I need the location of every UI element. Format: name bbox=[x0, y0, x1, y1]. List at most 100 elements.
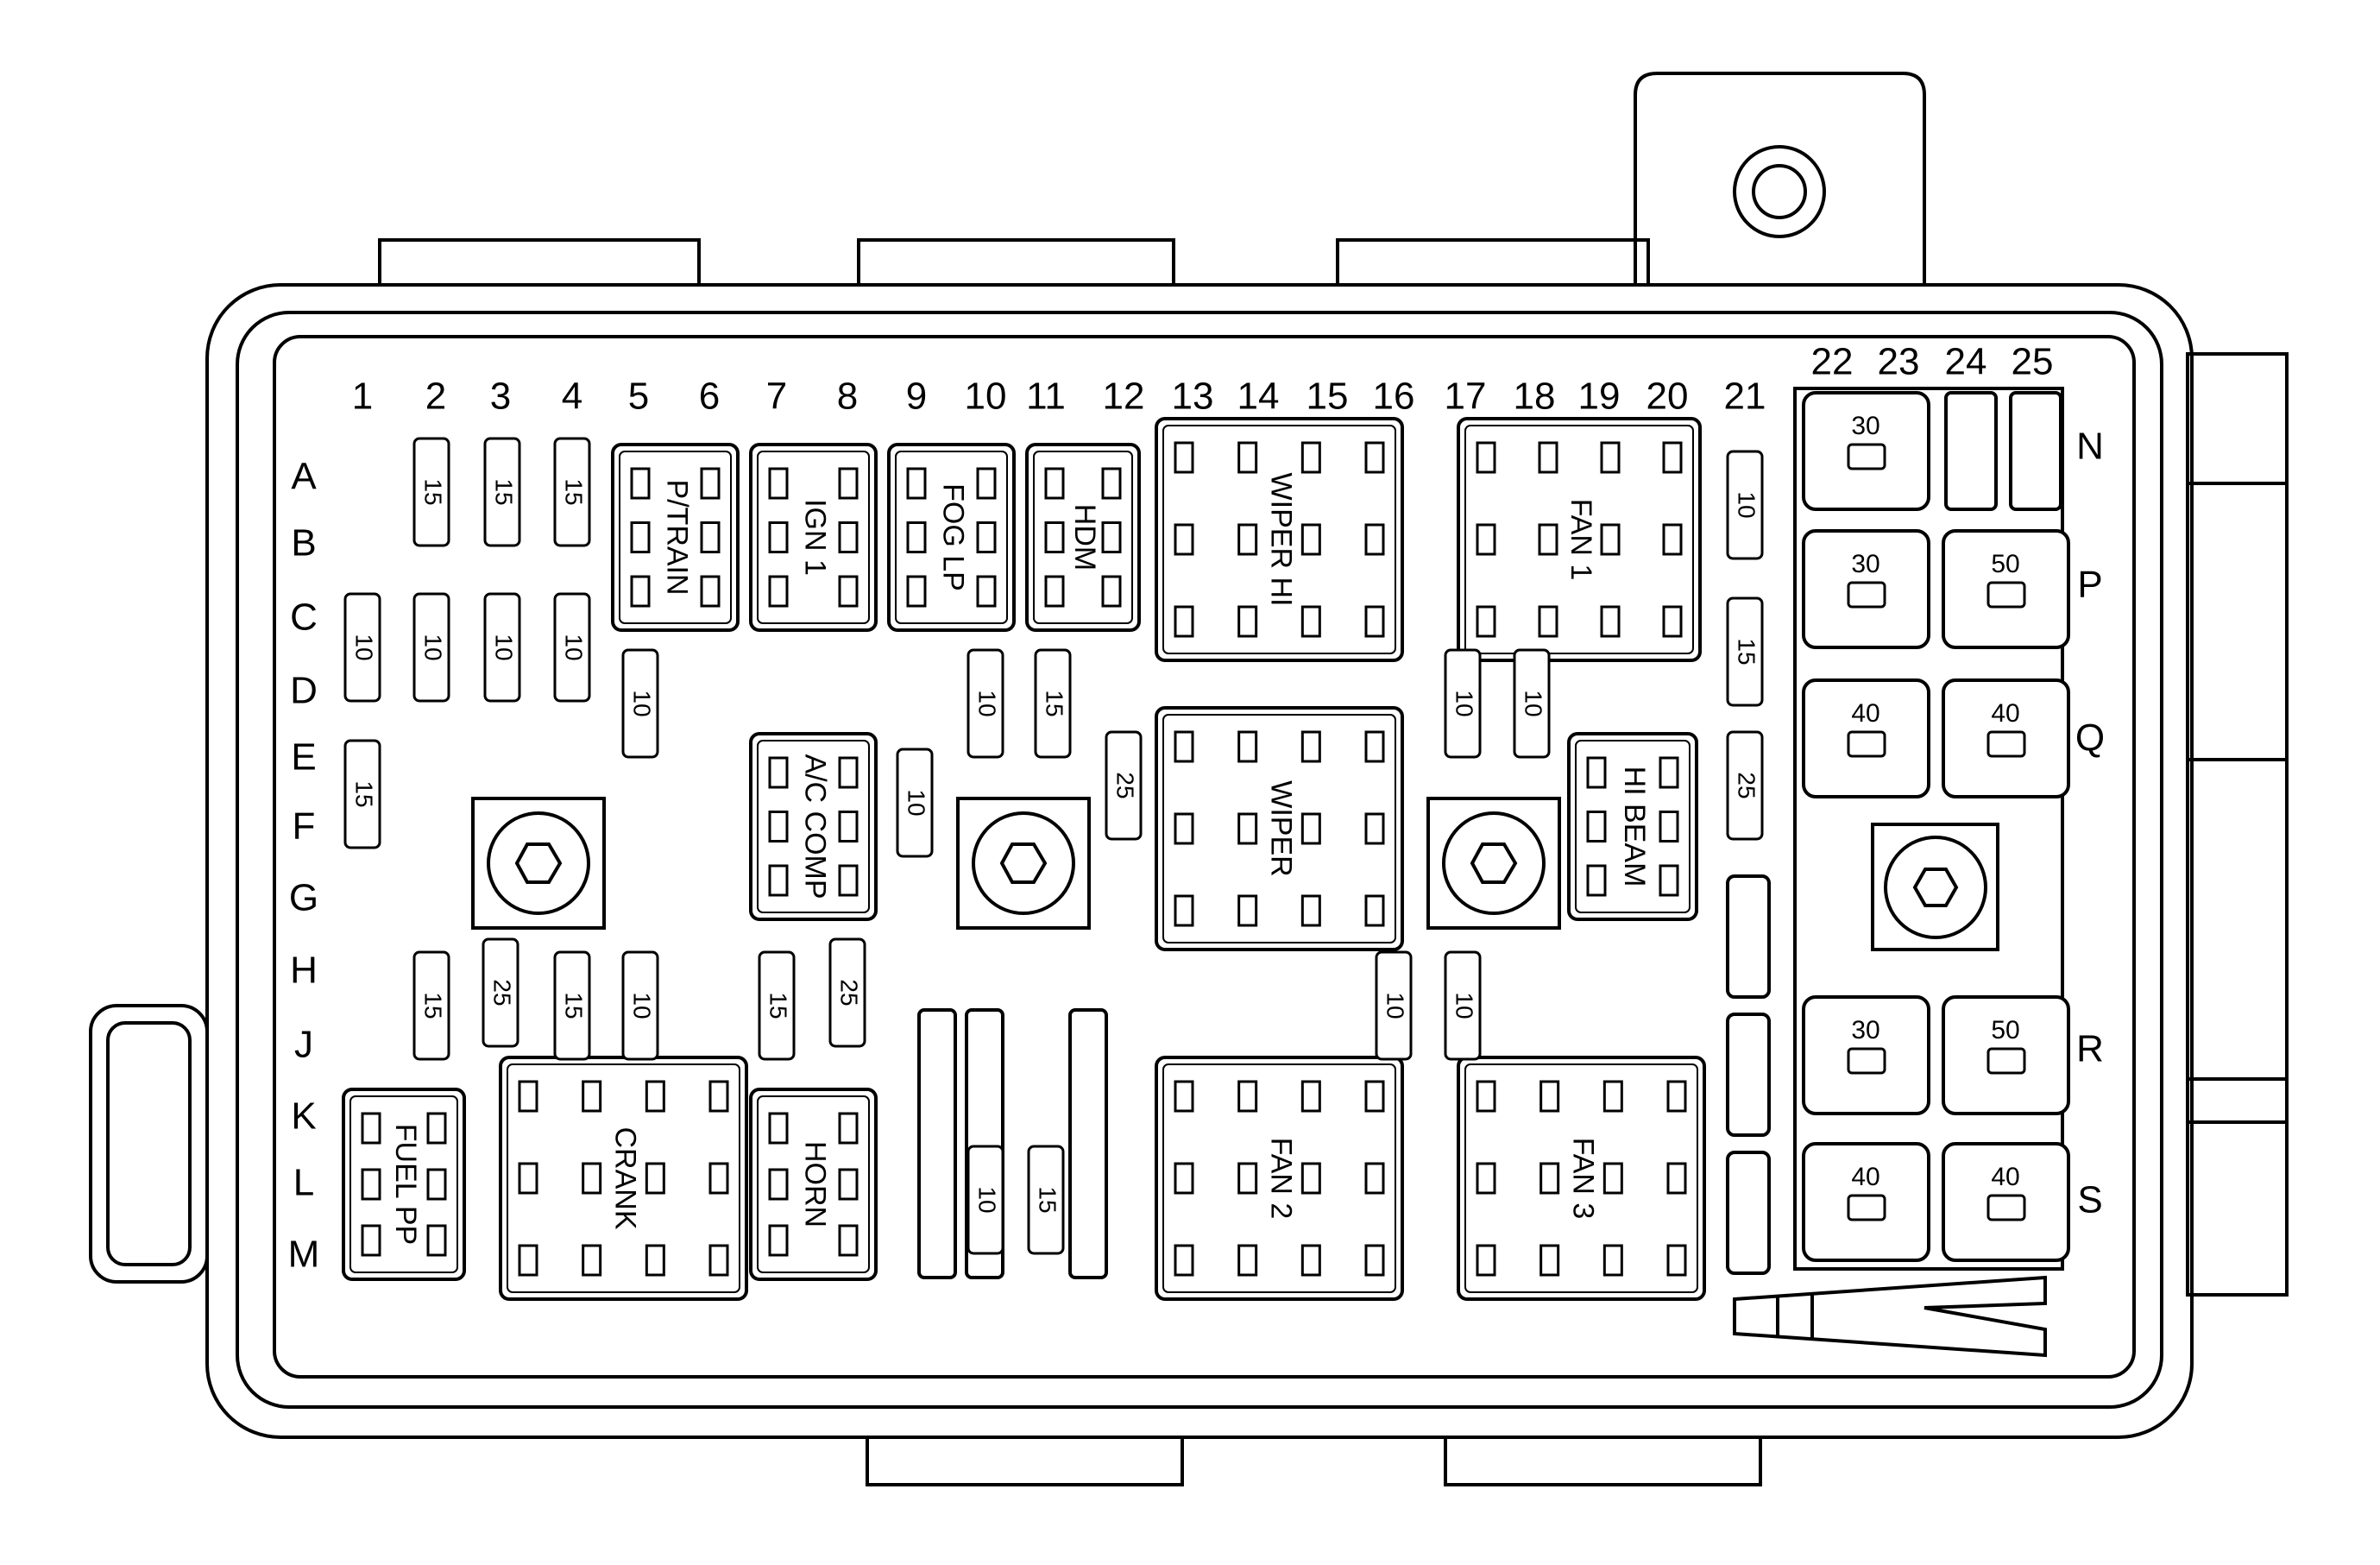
relay-terminal bbox=[708, 1162, 729, 1195]
relay-terminal bbox=[630, 467, 651, 500]
fuse-rating-f4: 10 bbox=[351, 634, 378, 660]
column-label-10: 10 bbox=[965, 375, 1007, 418]
relay-terminal bbox=[838, 1168, 859, 1201]
relay-terminal bbox=[1659, 864, 1679, 897]
relay-terminal bbox=[768, 575, 789, 608]
fuse-rating-f17: 15 bbox=[420, 992, 447, 1019]
maxi-fuse-window bbox=[1986, 1047, 2026, 1075]
row-label-E: E bbox=[291, 736, 316, 779]
maxi-rating-s22: 40 bbox=[1851, 1163, 1879, 1191]
row-label-J: J bbox=[294, 1024, 313, 1066]
relay-terminal bbox=[1586, 811, 1607, 842]
maxi-panel-bolt-base bbox=[1871, 823, 1999, 951]
relay-terminal bbox=[838, 811, 859, 842]
relay-terminal bbox=[361, 1168, 381, 1201]
relay-label-crank: CRANK bbox=[609, 1126, 642, 1229]
relay-terminal bbox=[1101, 467, 1122, 500]
relay-terminal bbox=[1666, 1162, 1687, 1195]
relay-label-fan3: FAN 3 bbox=[1567, 1138, 1600, 1219]
column-label-1: 1 bbox=[352, 375, 373, 418]
maxi-fuse-r22 bbox=[1802, 995, 1930, 1115]
fuse-f27 bbox=[1027, 1145, 1065, 1255]
relay-terminal bbox=[1300, 812, 1321, 845]
fuse-f23 bbox=[1444, 950, 1482, 1061]
maxi-fuse-p22 bbox=[1802, 529, 1930, 649]
maxi-panel-bolt bbox=[1884, 836, 1987, 939]
relay-terminal bbox=[1600, 605, 1621, 638]
stud-bolt-2 bbox=[972, 811, 1075, 915]
relay-terminal bbox=[1237, 441, 1258, 474]
fuse-f4 bbox=[343, 592, 381, 703]
relay-fuelpp-inner bbox=[349, 1095, 458, 1273]
relay-terminal bbox=[976, 521, 997, 553]
column-label-7: 7 bbox=[766, 375, 787, 418]
empty-slot-n24 bbox=[1944, 391, 1998, 511]
relay-terminal bbox=[1174, 523, 1194, 556]
fuse-rating-f15: 25 bbox=[1112, 772, 1139, 798]
relay-terminal bbox=[708, 1080, 729, 1113]
column-label-4: 4 bbox=[562, 375, 582, 418]
relay-terminal bbox=[645, 1162, 665, 1195]
fuse-puller bbox=[1733, 1275, 2047, 1358]
column-label-18: 18 bbox=[1514, 375, 1556, 418]
relay-terminal bbox=[1476, 1244, 1496, 1277]
fuse-f6 bbox=[483, 592, 521, 703]
relay-terminal bbox=[1237, 894, 1258, 927]
relay-terminal bbox=[1586, 756, 1607, 789]
column-label-21: 21 bbox=[1724, 375, 1766, 418]
relay-terminal bbox=[906, 521, 927, 553]
relay-terminal bbox=[906, 575, 927, 608]
relay-terminal bbox=[768, 756, 789, 789]
relay-terminal bbox=[708, 1244, 729, 1277]
maxi-fuse-window bbox=[1847, 1194, 1886, 1221]
relay-terminal bbox=[1237, 1080, 1258, 1113]
stud-hex-2 bbox=[999, 842, 1048, 884]
relay-label-fuelpp: FUEL PP bbox=[389, 1124, 422, 1245]
relay-terminal bbox=[1300, 605, 1321, 638]
maxi-fuse-s22 bbox=[1802, 1142, 1930, 1262]
relay-terminal bbox=[1044, 467, 1065, 500]
maxi-fuse-window bbox=[1847, 730, 1886, 758]
relay-terminal bbox=[700, 467, 721, 500]
relay-terminal bbox=[1237, 812, 1258, 845]
relay-terminal bbox=[700, 521, 721, 553]
relay-terminal bbox=[518, 1244, 538, 1277]
relay-terminal bbox=[630, 575, 651, 608]
relay-terminal bbox=[1174, 1162, 1194, 1195]
relay-terminal bbox=[645, 1080, 665, 1113]
relay-terminal bbox=[1476, 441, 1496, 474]
empty-slot-n25 bbox=[2009, 391, 2062, 511]
relay-terminal bbox=[1300, 441, 1321, 474]
column-label-9: 9 bbox=[906, 375, 927, 418]
relay-terminal bbox=[906, 467, 927, 500]
relay-wiperhi-inner bbox=[1162, 425, 1396, 654]
relay-terminal bbox=[1237, 1162, 1258, 1195]
relay-terminal bbox=[768, 1168, 789, 1201]
column-label-5: 5 bbox=[628, 375, 649, 418]
relay-fuelpp bbox=[342, 1088, 466, 1281]
relay-terminal bbox=[1044, 521, 1065, 553]
relay-terminal bbox=[426, 1112, 447, 1145]
relay-label-hibeam: HI BEAM bbox=[1618, 767, 1651, 887]
fuse-f16 bbox=[1375, 950, 1413, 1061]
relay-terminal bbox=[1662, 441, 1683, 474]
relay-ptrain bbox=[611, 443, 740, 632]
relay-terminal bbox=[1174, 1080, 1194, 1113]
maxi-rating-q22: 40 bbox=[1851, 699, 1879, 728]
fuse-f28 bbox=[1726, 730, 1764, 841]
row-label-Q: Q bbox=[2075, 717, 2105, 760]
fuse-f24 bbox=[1726, 450, 1764, 560]
relay-terminal bbox=[1539, 1162, 1560, 1195]
relay-wiperhi bbox=[1155, 417, 1404, 662]
relay-terminal bbox=[768, 467, 789, 500]
fuse-f21 bbox=[758, 950, 796, 1061]
relay-terminal bbox=[1662, 605, 1683, 638]
maxi-rating-n22: 30 bbox=[1851, 412, 1879, 440]
relay-terminal bbox=[1364, 1080, 1385, 1113]
relay-label-fan2: FAN 2 bbox=[1265, 1138, 1298, 1219]
relay-terminal bbox=[1364, 523, 1385, 556]
relay-terminal bbox=[518, 1162, 538, 1195]
column-label-13: 13 bbox=[1172, 375, 1214, 418]
